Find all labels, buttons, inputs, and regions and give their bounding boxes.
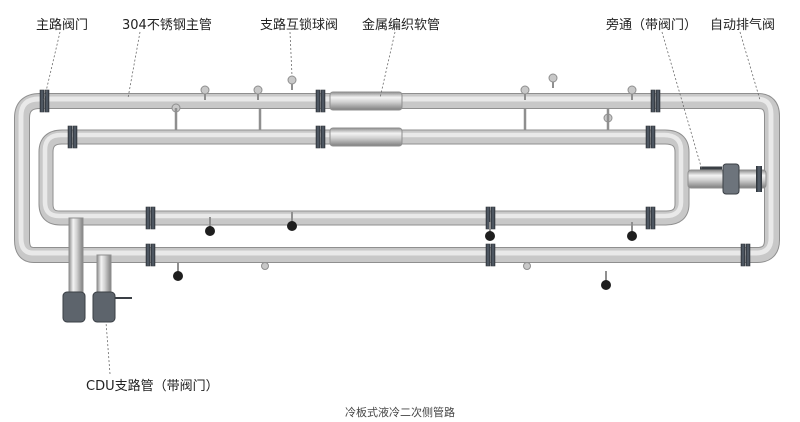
flange-2-b <box>320 89 326 113</box>
pipe-network <box>14 93 780 263</box>
flange-7-a <box>485 206 491 230</box>
flange-3-b <box>320 125 326 149</box>
leader-line-6 <box>105 321 111 375</box>
label-main-valve: 主路阀门 <box>36 18 89 33</box>
flange-11-a <box>740 243 746 267</box>
inner-return-loop-outline <box>38 129 690 226</box>
branch-valve-1 <box>253 85 263 95</box>
knob-valve-5 <box>287 221 297 231</box>
metal-hose-0 <box>329 91 403 111</box>
leader-line-1 <box>127 31 141 99</box>
flange-1-a <box>67 125 73 149</box>
knob-valve-4 <box>601 280 611 290</box>
branch-valve-0 <box>200 85 210 95</box>
cdu-valve-2 <box>92 291 116 323</box>
flange-2-a <box>315 89 321 113</box>
label-main-pipe: 304不锈钢主管 <box>122 18 212 33</box>
branch-valve-5 <box>627 85 637 95</box>
flange-5-b <box>650 125 656 149</box>
knob-valve-3 <box>627 231 637 241</box>
flange-1-b <box>72 125 78 149</box>
label-branch-valve: 支路互锁球阀 <box>260 18 339 33</box>
knob-valve-2 <box>485 231 495 241</box>
flange-5-a <box>645 125 651 149</box>
flange-10-b <box>490 243 496 267</box>
branch-valve-3 <box>520 85 530 95</box>
leader-line-2 <box>289 31 293 77</box>
flange-9-a <box>145 243 151 267</box>
flange-0-a <box>39 89 45 113</box>
flange-11-b <box>745 243 751 267</box>
fittings <box>39 73 767 323</box>
inner-return-loop <box>39 130 689 225</box>
flange-8-a <box>645 206 651 230</box>
flange-4-b <box>655 89 661 113</box>
knob-valve-0 <box>205 226 215 236</box>
label-vent-valve: 自动排气阀 <box>710 18 776 33</box>
flange-6-b <box>150 206 156 230</box>
outer-main-loop-outline <box>14 93 780 263</box>
flange-10-a <box>485 243 491 267</box>
flange-8-b <box>650 206 656 230</box>
label-bypass: 旁通（带阀门） <box>606 18 698 33</box>
metal-hose-1 <box>329 127 403 147</box>
flange-6-a <box>145 206 151 230</box>
branch-valve-2 <box>287 75 297 85</box>
cdu-branch-pipe-1 <box>68 217 84 297</box>
flange-3-a <box>315 125 321 149</box>
bypass-flange <box>756 166 762 192</box>
leader-line-5 <box>739 31 761 101</box>
flange-9-b <box>150 243 156 267</box>
small-valve-1 <box>523 262 531 270</box>
label-cdu-branch: CDU支路管（带阀门） <box>86 379 219 394</box>
outer-main-loop-highlight <box>18 96 774 256</box>
label-hose: 金属编织软管 <box>362 18 441 33</box>
flange-4-a <box>650 89 656 113</box>
cdu-valve-1 <box>62 291 86 323</box>
flange-7-b <box>490 206 496 230</box>
leader-line-3 <box>379 31 396 99</box>
bypass-valve-body <box>722 163 740 195</box>
inner-return-loop-highlight <box>42 132 684 219</box>
flange-0-b <box>44 89 50 113</box>
knob-valve-1 <box>173 271 183 281</box>
outer-main-loop <box>15 94 779 262</box>
leader-lines <box>43 31 761 375</box>
branch-valve-4 <box>548 73 558 83</box>
small-valve-0 <box>261 262 269 270</box>
figure-caption: 冷板式液冷二次侧管路 <box>345 406 455 419</box>
